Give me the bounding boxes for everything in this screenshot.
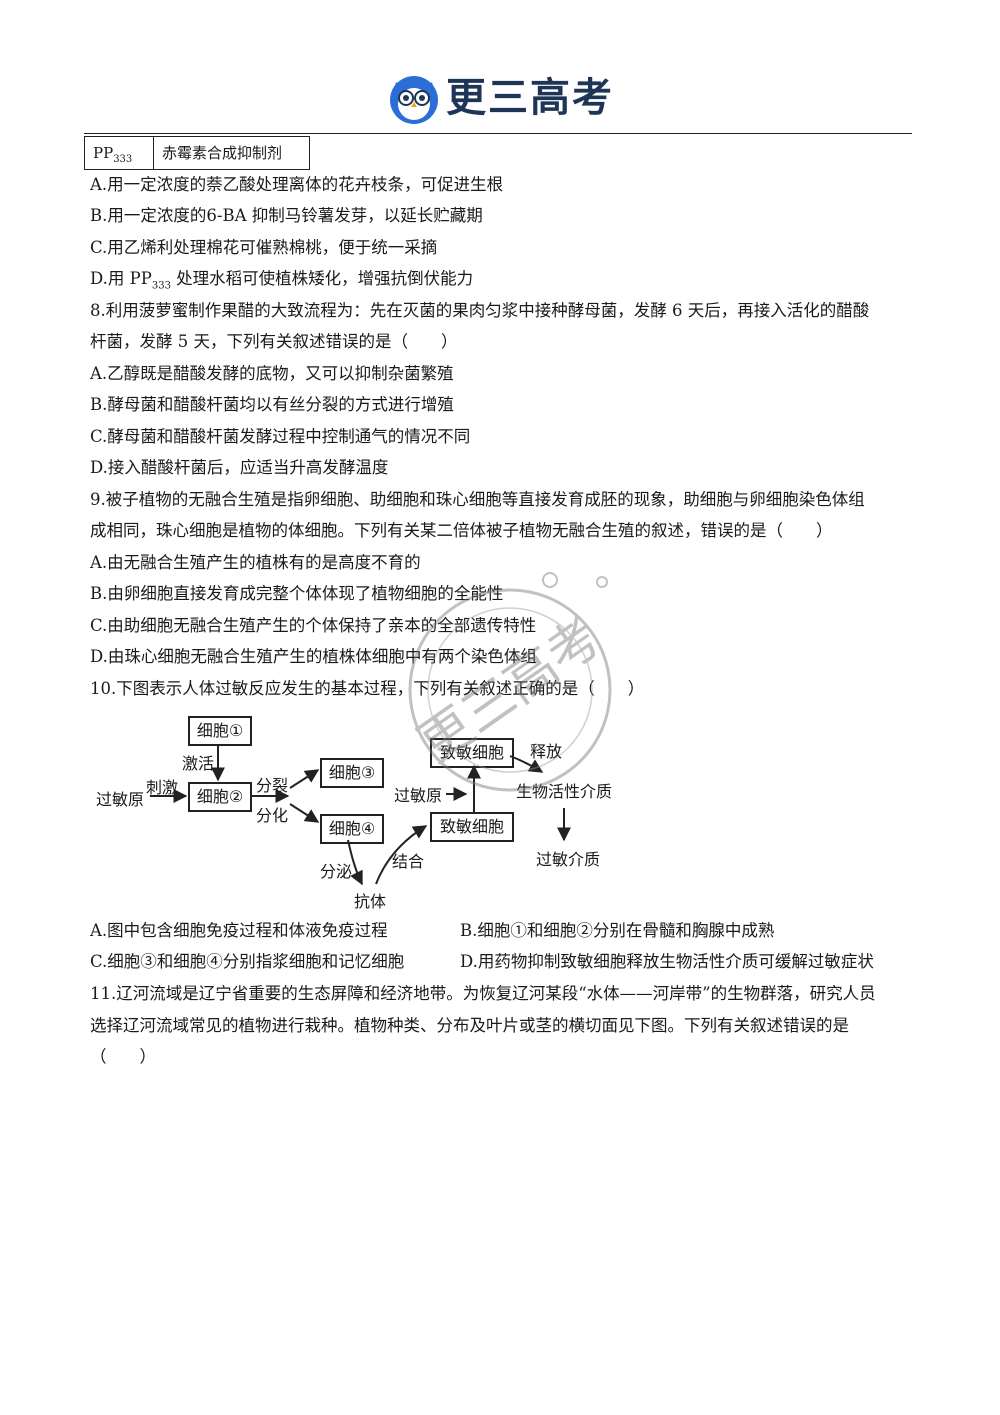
q7-option-b: B.用一定浓度的6-BA 抑制马铃薯发芽，以延长贮藏期 xyxy=(90,206,483,225)
q9-option-b: B.由卵细胞直接发育成完整个体体现了植物细胞的全能性 xyxy=(90,584,504,603)
q9-option-c: C.由助细胞无融合生殖产生的个体保持了亲本的全部遗传特性 xyxy=(90,616,537,635)
activate-label: 激活 xyxy=(182,754,215,773)
q10-stem: 10.下图表示人体过敏反应发生的基本过程，下列有关叙述正确的是（ ） xyxy=(90,679,645,698)
cell-3-box: 细胞③ xyxy=(320,758,384,788)
allergy-process-diagram: 细胞① 细胞② 细胞③ 细胞④ 致敏细胞 致敏细胞 过敏原 刺激 激活 分裂 分… xyxy=(90,708,650,918)
cell-1-box: 细胞① xyxy=(188,716,252,746)
q11-stem-line3: （ ） xyxy=(90,1047,156,1066)
allergen-left-label: 过敏原 xyxy=(96,790,145,809)
allergen-mid-label: 过敏原 xyxy=(394,786,443,805)
q7-option-d: D.用 PP333 处理水稻可使植株矮化，增强抗倒伏能力 xyxy=(90,268,473,297)
split-label: 分裂 xyxy=(256,776,289,795)
owl-icon xyxy=(390,76,438,124)
q10-option-a: A.图中包含细胞免疫过程和体液免疫过程 xyxy=(90,921,388,940)
watermark-text: 更三高考 xyxy=(408,607,613,775)
header-divider xyxy=(84,133,912,134)
table-cell-effect: 赤霉素合成抑制剂 xyxy=(162,144,283,162)
watermark-stamp-icon: 更三高考 xyxy=(408,572,613,792)
cell-2-box: 细胞② xyxy=(188,782,252,812)
secrete-label: 分泌 xyxy=(320,862,353,881)
allergic-mediator-label: 过敏介质 xyxy=(536,850,601,869)
hormone-table-row: PP333 赤霉素合成抑制剂 xyxy=(84,136,310,170)
q8-option-b: B.酵母菌和醋酸杆菌均以有丝分裂的方式进行增殖 xyxy=(90,395,454,414)
q7-option-d-post: 处理水稻可使植株矮化，增强抗倒伏能力 xyxy=(170,269,474,288)
q10-option-d: D.用药物抑制致敏细胞释放生物活性介质可缓解过敏症状 xyxy=(460,952,874,971)
q8-option-a: A.乙醇既是醋酸发酵的底物，又可以抑制杂菌繁殖 xyxy=(90,364,454,383)
agent-subscript: 333 xyxy=(113,154,133,165)
cell-4-box: 细胞④ xyxy=(320,814,384,844)
sensitized-cell-bottom: 致敏细胞 xyxy=(430,812,514,842)
q8-option-d: D.接入醋酸杆菌后，应适当升高发酵温度 xyxy=(90,458,389,477)
table-cell-agent: PP333 xyxy=(85,137,154,169)
antibody-label: 抗体 xyxy=(354,892,387,911)
sensitized-cell-top: 致敏细胞 xyxy=(430,738,514,768)
q11-stem-line2: 选择辽河流域常见的植物进行栽种。植物种类、分布及叶片或茎的横切面见下图。下列有关… xyxy=(90,1016,849,1035)
q10-option-b: B.细胞①和细胞②分别在骨髓和胸腺中成熟 xyxy=(460,921,775,940)
q7-option-d-sub: 333 xyxy=(151,280,171,292)
stimulate-label: 刺激 xyxy=(146,778,179,797)
agent-name: PP xyxy=(93,144,114,162)
q10-option-c: C.细胞③和细胞④分别指浆细胞和记忆细胞 xyxy=(90,952,405,971)
page-header: 更三高考 xyxy=(0,70,1000,130)
q9-option-d: D.由珠心细胞无融合生殖产生的植株体细胞中有两个染色体组 xyxy=(90,647,537,666)
release-label: 释放 xyxy=(530,742,563,761)
q8-stem-line2: 杆菌，发酵 5 天，下列有关叙述错误的是（ ） xyxy=(90,332,458,351)
q9-stem-line2: 成相同，珠心细胞是植物的体细胞。下列有关某二倍体被子植物无融合生殖的叙述，错误的… xyxy=(90,521,833,540)
q11-stem-line1: 11.辽河流域是辽宁省重要的生态屏障和经济地带。为恢复辽河某段“水体——河岸带”… xyxy=(90,984,876,1003)
bioactive-mediator-label: 生物活性介质 xyxy=(516,782,613,801)
q9-stem-line1: 9.被子植物的无融合生殖是指卵细胞、助细胞和珠心细胞等直接发育成胚的现象，助细胞… xyxy=(90,490,865,509)
q7-option-a: A.用一定浓度的萘乙酸处理离体的花卉枝条，可促进生根 xyxy=(90,175,504,194)
bind-label: 结合 xyxy=(392,852,425,871)
q8-stem-line1: 8.利用菠萝蜜制作果醋的大致流程为：先在灭菌的果肉匀浆中接种酵母菌，发酵 6 天… xyxy=(90,301,870,320)
q7-option-c: C.用乙烯利处理棉花可催熟棉桃，便于统一采摘 xyxy=(90,238,438,257)
q8-option-c: C.酵母菌和醋酸杆菌发酵过程中控制通气的情况不同 xyxy=(90,427,471,446)
differentiate-label: 分化 xyxy=(256,806,289,825)
brand-title: 更三高考 xyxy=(446,75,614,121)
q7-option-d-pre: D.用 PP xyxy=(90,269,152,288)
q9-option-a: A.由无融合生殖产生的植株有的是高度不育的 xyxy=(90,553,421,572)
